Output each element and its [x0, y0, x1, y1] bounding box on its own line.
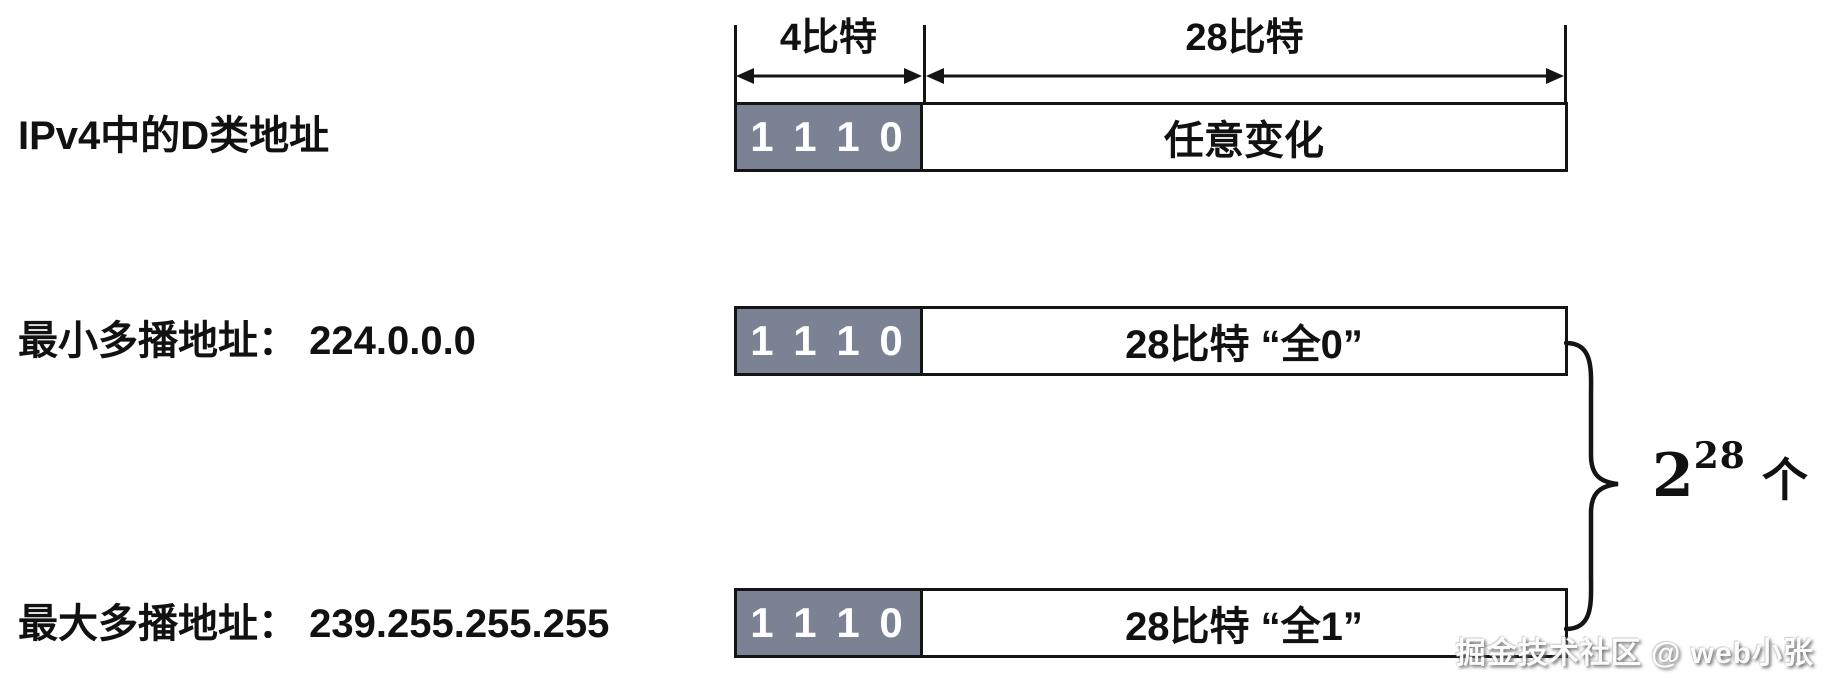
count-exponent: 28	[1693, 435, 1746, 477]
row-label-min-multicast: 最小多播地址： 224.0.0.0	[18, 319, 476, 363]
suffix-bits-cell: 28比特 “全1”	[1125, 605, 1363, 649]
prefix-bits-cell: 1 1 1 0	[737, 105, 923, 169]
suffix-bits-cell: 任意变化	[1164, 119, 1324, 163]
prefix-width-label: 4比特	[779, 17, 878, 59]
bit-field-box-max-multicast: 1 1 1 0 28比特 “全1”	[734, 588, 1568, 658]
count-unit: 个	[1761, 454, 1808, 506]
address-count-annotation: 228 个	[1652, 438, 1808, 511]
bit-field-box-class-d: 1 1 1 0 任意变化	[734, 102, 1568, 172]
suffix-bits-cell: 28比特 “全0”	[1125, 323, 1363, 367]
row-label-class-d: IPv4中的D类地址	[18, 114, 330, 158]
ruler-tick-middle	[923, 25, 926, 102]
ruler-tick-right	[1564, 25, 1567, 102]
curly-brace-icon	[1564, 340, 1619, 632]
prefix-bits-cell: 1 1 1 0	[737, 309, 923, 373]
prefix-bits-cell: 1 1 1 0	[737, 591, 923, 655]
suffix-width-label: 28比特	[1185, 17, 1304, 59]
row-label-max-multicast: 最大多播地址： 239.255.255.255	[18, 602, 610, 646]
ruler-tick-left	[734, 25, 737, 102]
bit-field-box-min-multicast: 1 1 1 0 28比特 “全0”	[734, 306, 1568, 376]
count-base: 2	[1652, 441, 1694, 511]
watermark: 掘金技术社区 @ web小张	[1455, 637, 1814, 670]
double-arrow-icon	[736, 68, 922, 84]
double-arrow-icon	[926, 68, 1564, 84]
